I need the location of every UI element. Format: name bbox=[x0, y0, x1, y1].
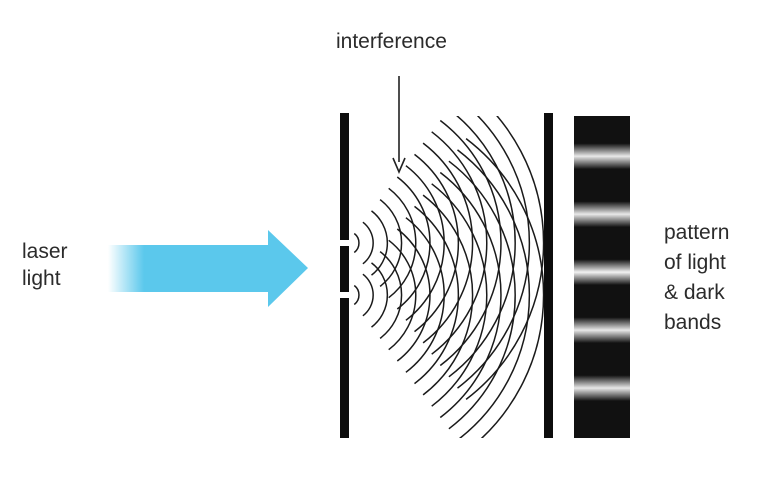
laser-arrow-icon bbox=[108, 230, 308, 307]
wavefront-arc bbox=[405, 217, 445, 373]
wavefronts bbox=[353, 116, 544, 438]
wavefront-arc bbox=[371, 262, 389, 328]
wavefront-arc bbox=[362, 273, 374, 317]
wavefront-arc bbox=[379, 199, 403, 287]
wavefront-arc bbox=[379, 251, 403, 339]
laser-label-line: laser bbox=[22, 240, 68, 263]
wavefront-arc bbox=[353, 232, 360, 254]
wavefront-arc bbox=[448, 160, 516, 430]
wavefront-arc bbox=[388, 239, 417, 351]
pattern-label-line: pattern bbox=[664, 221, 730, 244]
detection-screen bbox=[544, 113, 553, 438]
wavefront-arc bbox=[414, 205, 460, 385]
slit-barrier bbox=[340, 113, 349, 438]
laser-light-label: laser light bbox=[22, 238, 68, 292]
wavefront-arc bbox=[457, 116, 531, 389]
wavefront-arc bbox=[414, 153, 460, 333]
wavefront-arc bbox=[362, 221, 374, 265]
wavefront-arc bbox=[396, 228, 431, 362]
wavefront-arc bbox=[448, 116, 516, 378]
laser-label-line: light bbox=[22, 267, 61, 290]
wavefront-arc bbox=[457, 149, 531, 438]
wavefront-arc bbox=[465, 116, 544, 400]
wavefront-arc bbox=[405, 165, 445, 321]
pattern-label-line: bands bbox=[664, 311, 722, 334]
wavefront-arc bbox=[422, 142, 474, 344]
pattern-label-line: & dark bbox=[664, 281, 725, 304]
fringe-pattern bbox=[574, 116, 630, 438]
interference-label: interference bbox=[336, 30, 447, 53]
wavefront-arc bbox=[439, 119, 502, 367]
wavefront-arc bbox=[431, 131, 488, 355]
down-arrow-icon bbox=[392, 76, 406, 175]
wavefront-arc bbox=[439, 171, 502, 419]
wavefront-arc bbox=[353, 284, 360, 306]
wavefront-arc bbox=[465, 138, 544, 438]
wavefront-arc bbox=[431, 183, 488, 407]
pattern-label-line: of light bbox=[664, 251, 726, 274]
wavefront-arc bbox=[422, 194, 474, 396]
pattern-label: pattern of light & dark bands bbox=[664, 218, 729, 338]
